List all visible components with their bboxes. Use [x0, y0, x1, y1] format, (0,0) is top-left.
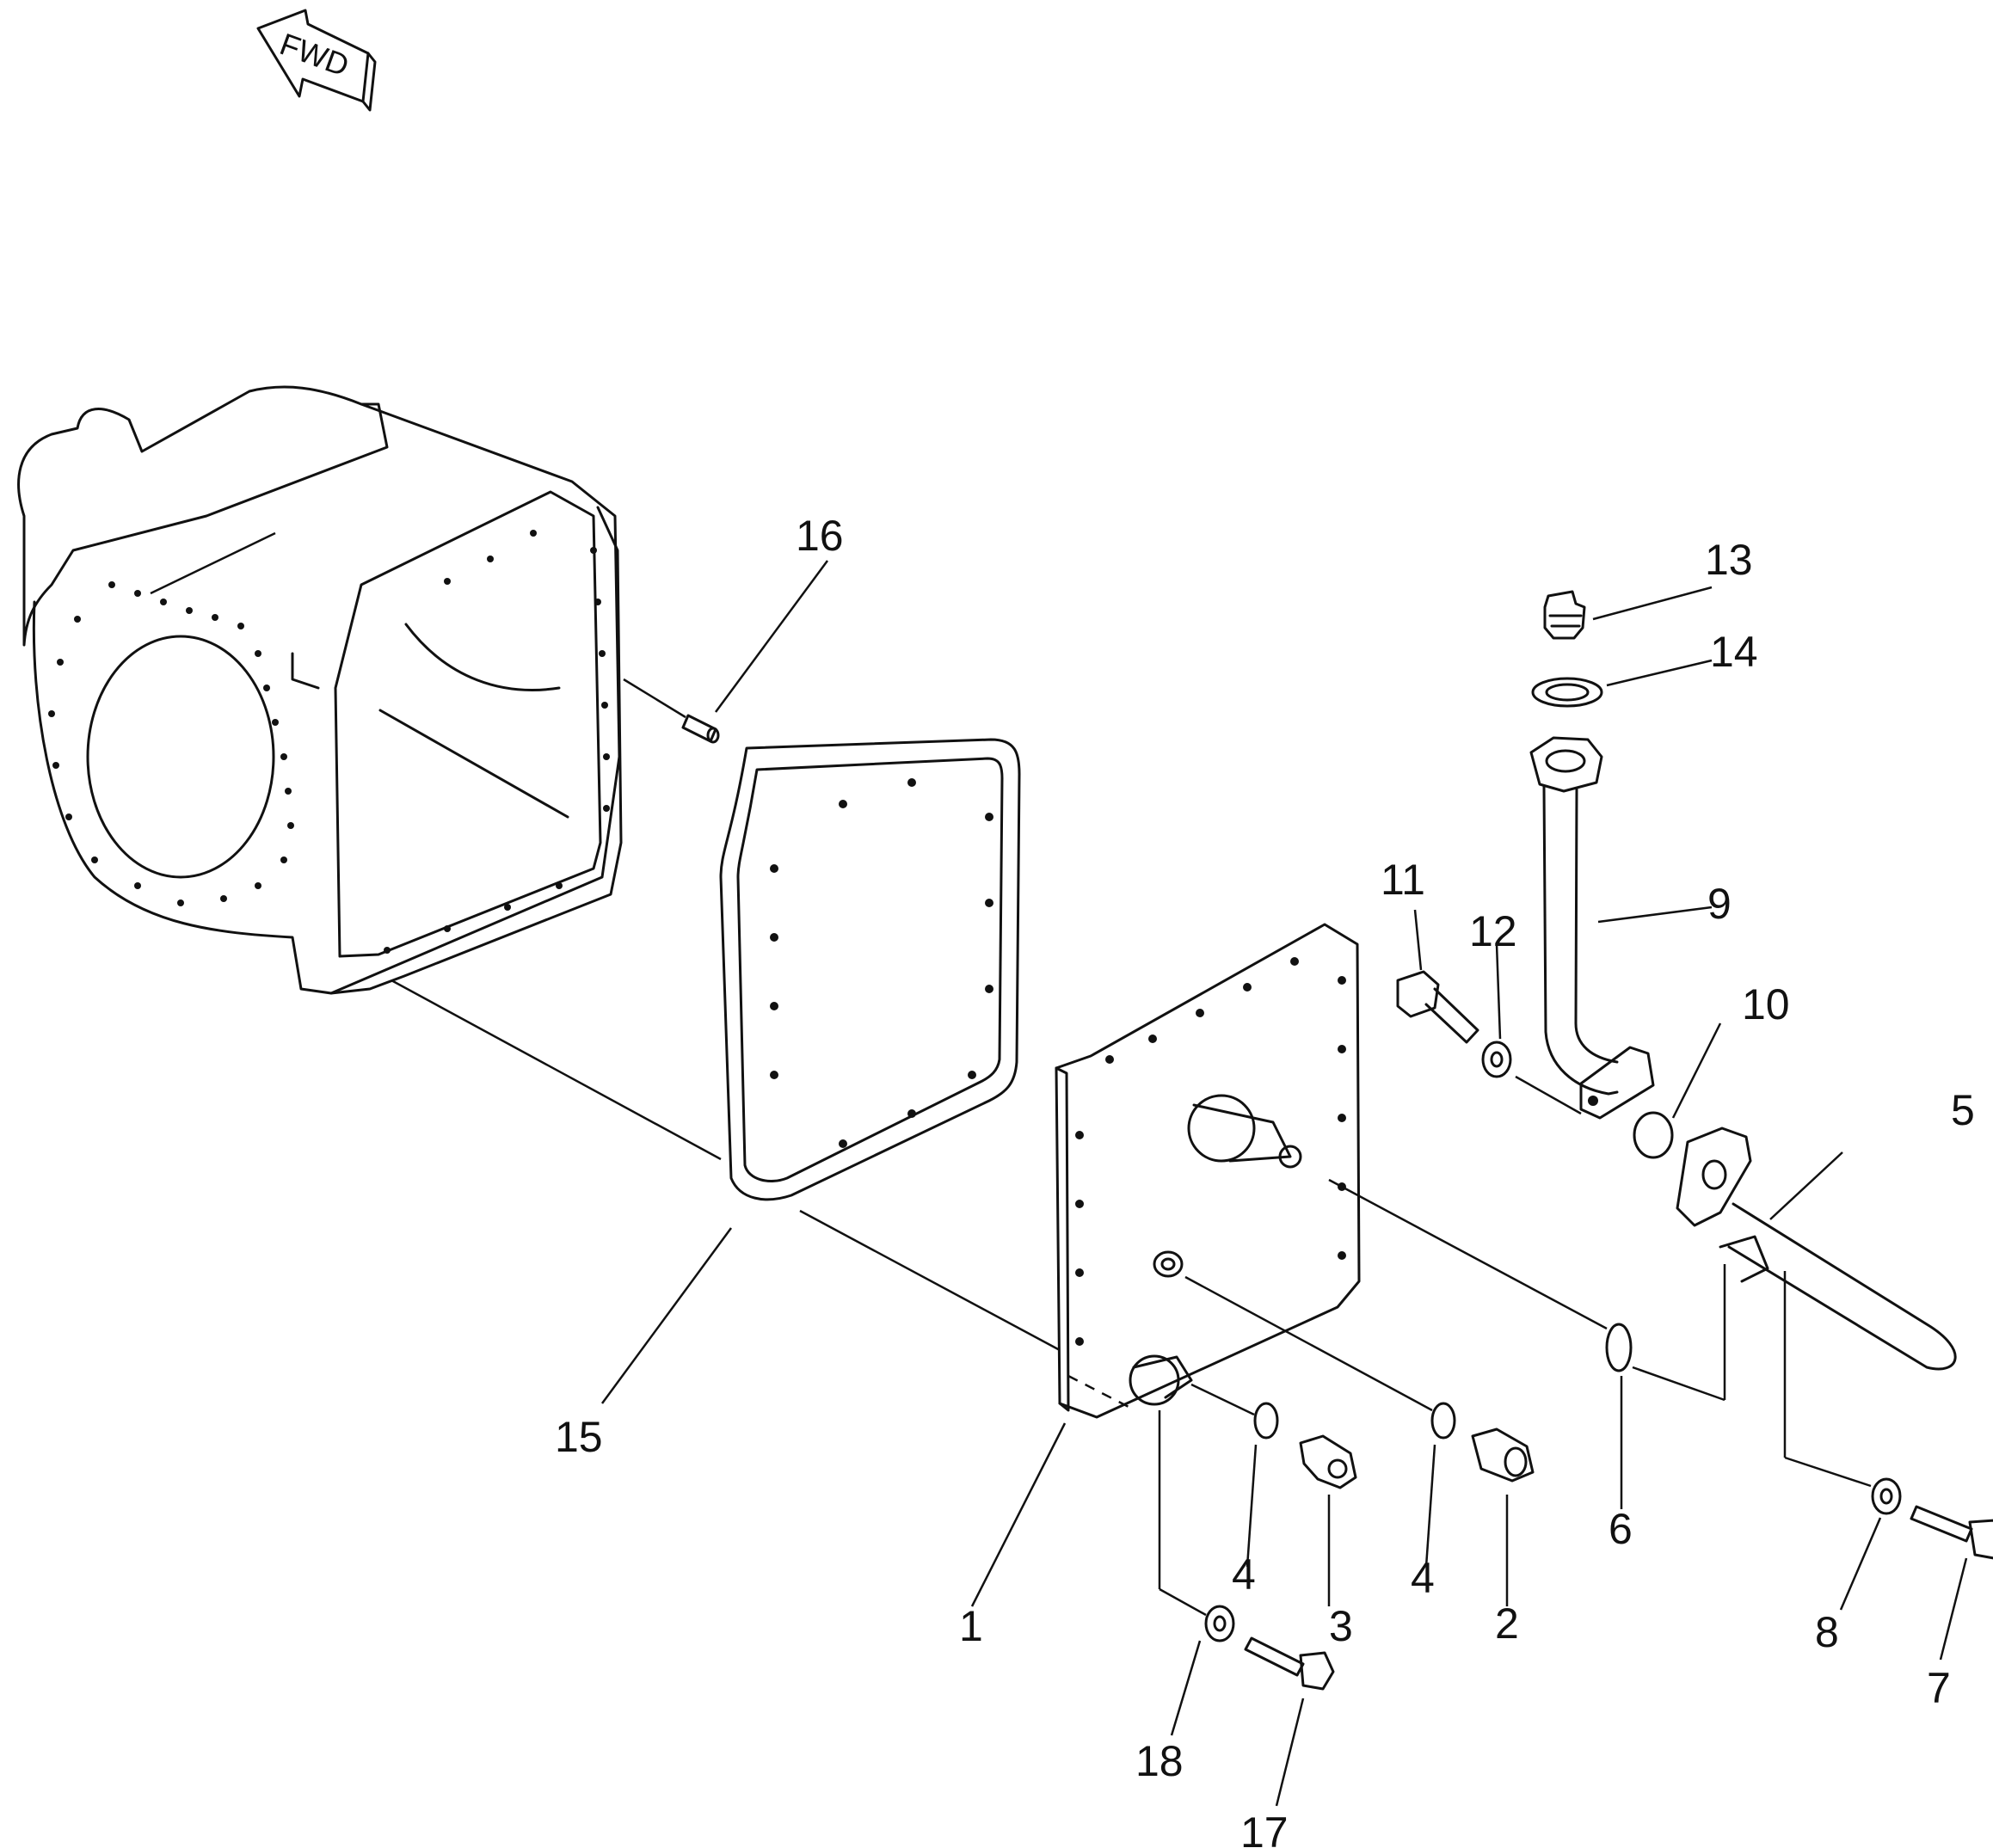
callout-9: 9 [1707, 880, 1732, 928]
callout-15: 15 [555, 1413, 603, 1461]
dowel-pin-part [623, 678, 720, 744]
plug-part-3 [1299, 1434, 1357, 1489]
callout-2: 2 [1495, 1599, 1519, 1648]
bolt-part-11 [1396, 970, 1479, 1044]
callout-7: 7 [1927, 1664, 1951, 1712]
housing-bolt-holes [48, 530, 610, 954]
callout-13: 13 [1705, 536, 1753, 584]
housing-part [17, 385, 623, 995]
washer-part-18 [1204, 1605, 1235, 1642]
callout-8: 8 [1815, 1608, 1839, 1656]
callout-18: 18 [1135, 1737, 1184, 1785]
gasket-ring-part-14 [1531, 677, 1603, 708]
assembly-lines [391, 979, 1872, 1617]
plug-part-13 [1543, 590, 1586, 640]
callout-11: 11 [1381, 856, 1425, 904]
o-ring-part-10 [1633, 1111, 1674, 1159]
elbow-pipe-part-5 [1676, 1127, 1957, 1371]
bolt-part-17 [1244, 1636, 1335, 1691]
washer-part-12 [1481, 1041, 1512, 1078]
tube-part-9 [1529, 736, 1655, 1120]
callout-3: 3 [1329, 1602, 1353, 1650]
cover-plate-part [1055, 923, 1361, 1419]
callout-6: 6 [1609, 1505, 1633, 1553]
callout-16: 16 [796, 512, 844, 560]
callout-12: 12 [1469, 907, 1517, 955]
callout-4a: 4 [1232, 1550, 1256, 1599]
washer-part-8 [1871, 1477, 1902, 1515]
gasket-part [719, 738, 1021, 1201]
bolt-part-7 [1910, 1505, 1993, 1560]
fwd-arrow-icon: FWD [256, 9, 377, 112]
o-ring-part-4b [1430, 1402, 1456, 1440]
callout-5: 5 [1951, 1086, 1975, 1134]
leader-lines [600, 560, 1968, 1807]
callout-10: 10 [1742, 980, 1790, 1028]
callout-1: 1 [959, 1602, 983, 1650]
callout-labels: 1 2 3 4 4 5 6 7 8 9 10 11 12 13 14 15 16… [555, 512, 1975, 1848]
plug-part-2 [1471, 1427, 1535, 1483]
callout-4b: 4 [1411, 1554, 1435, 1602]
callout-17: 17 [1240, 1808, 1289, 1848]
o-ring-part-6 [1605, 1323, 1633, 1372]
o-ring-part-4a [1253, 1402, 1279, 1440]
callout-14: 14 [1710, 628, 1758, 676]
